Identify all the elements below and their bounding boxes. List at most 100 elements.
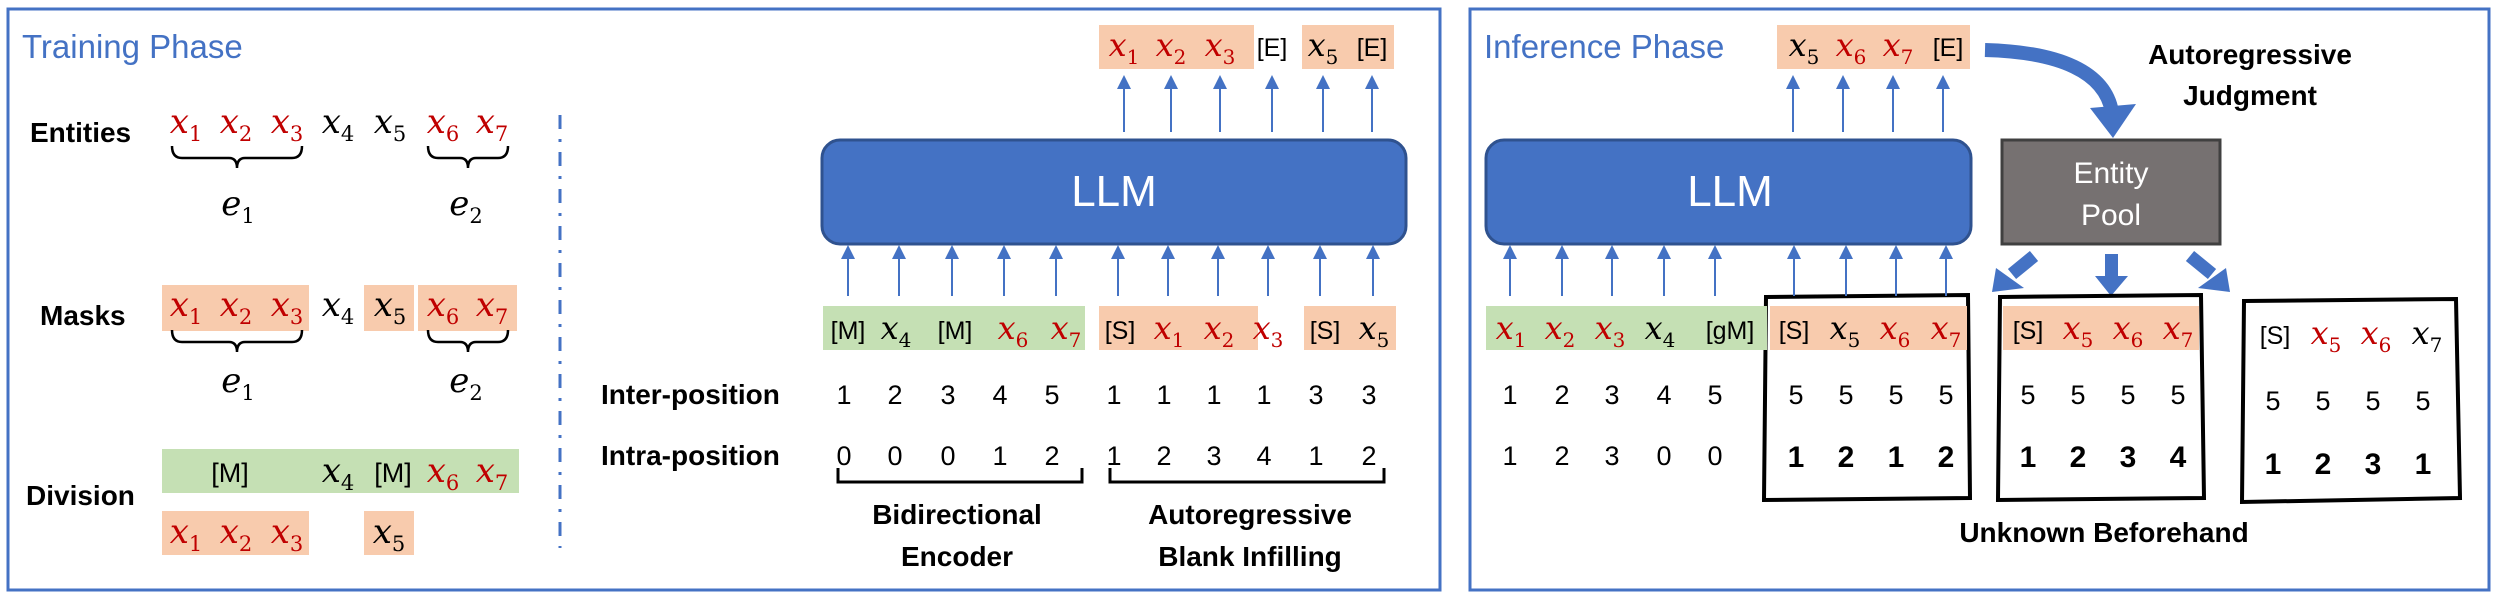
- candidate-token: x7: [2412, 314, 2443, 357]
- mask-token: x5: [374, 285, 407, 329]
- entity-braces: [170, 145, 510, 353]
- encoder-label-2: Encoder: [901, 541, 1013, 572]
- candidate-intra-value: 3: [2120, 441, 2137, 474]
- inference-intra-value: 2: [1554, 441, 1569, 471]
- intra-position-value: 0: [887, 441, 902, 471]
- training-llm-box: [820, 138, 1408, 246]
- inference-output-token: x6: [1836, 26, 1867, 69]
- mask-highlight: [418, 285, 517, 331]
- inference-input-green-band: [1486, 306, 1767, 350]
- mask-entity-label: e1: [221, 361, 255, 405]
- candidate-inter-value: 5: [1838, 380, 1853, 410]
- input-token: x1: [1154, 309, 1185, 352]
- candidate-intra-value: 4: [2170, 441, 2187, 474]
- entity-pool-label-2: Pool: [2081, 199, 2141, 232]
- inference-frame: [1468, 7, 2491, 592]
- division-token: [M]: [374, 458, 412, 488]
- token-backgrounds: [162, 25, 2199, 555]
- inference-title: Inference Phase: [1484, 28, 1724, 65]
- candidate-intra-value: 2: [2315, 448, 2332, 481]
- inter-position-value: 1: [1106, 380, 1121, 410]
- entity-token: x1: [170, 102, 203, 146]
- token-arrows: [841, 75, 1953, 296]
- candidate-inter-value: 5: [2415, 386, 2430, 416]
- candidate-intra-value: 2: [1938, 441, 1955, 474]
- infilling-label-1: Autoregressive: [1148, 499, 1352, 530]
- inter-position-value: 1: [1256, 380, 1271, 410]
- judgment-label-1: Autoregressive: [2148, 39, 2352, 70]
- entity-label: e1: [221, 184, 255, 228]
- unknown-beforehand-label: Unknown Beforehand: [1959, 517, 2248, 548]
- candidate-frame-3: [2239, 296, 2463, 505]
- candidate-intra-value: 3: [2365, 448, 2382, 481]
- division-pink-band: [364, 511, 414, 555]
- inference-intra-value: 0: [1656, 441, 1671, 471]
- inter-position-value: 4: [992, 380, 1007, 410]
- mask-brace: [426, 329, 510, 353]
- entity-token: x3: [271, 102, 304, 146]
- candidate-inter-value: 5: [2020, 380, 2035, 410]
- candidate-inter-value: 5: [1888, 380, 1903, 410]
- division-token: x1: [170, 512, 203, 556]
- inter-position-value: 2: [887, 380, 902, 410]
- inter-position-value: 3: [1361, 380, 1376, 410]
- inference-llm-box-shape: [1484, 138, 1973, 246]
- inference-intra-value: 3: [1604, 441, 1619, 471]
- intra-position-value: 2: [1361, 441, 1376, 471]
- division-token: x2: [220, 512, 253, 556]
- mask-token: x6: [427, 285, 460, 329]
- output-token: x5: [1308, 26, 1339, 69]
- candidate-token: x6: [2113, 309, 2144, 352]
- candidate-frame-2: [1995, 292, 2207, 503]
- mask-token: x1: [170, 285, 203, 329]
- intra-position-value: 3: [1206, 441, 1221, 471]
- entity-pool-label-1: Entity: [2073, 157, 2148, 190]
- candidate-intra-value: 1: [1888, 441, 1905, 474]
- candidate-inter-value: 5: [2070, 380, 2085, 410]
- intra-position-value: 4: [1256, 441, 1271, 471]
- inter-position-value: 1: [1156, 380, 1171, 410]
- input-token: [M]: [831, 317, 866, 345]
- inference-output-token: [E]: [1933, 34, 1964, 62]
- division-pink-band: [162, 511, 309, 555]
- candidate-token: [S]: [2013, 317, 2044, 345]
- candidate-inter-value: 5: [2265, 386, 2280, 416]
- inference-input-token: x1: [1496, 309, 1527, 352]
- division-green-band: [162, 449, 519, 493]
- inference-inter-value: 5: [1707, 380, 1722, 410]
- training-frame: [6, 7, 1442, 592]
- inference-output-band: [1777, 25, 1970, 69]
- judgment-arrow-head: [2090, 104, 2136, 138]
- inference-input-token: x2: [1545, 309, 1576, 352]
- candidate-token: x6: [1880, 309, 1911, 352]
- encoder-label-1: Bidirectional: [872, 499, 1042, 530]
- mask-token: x3: [271, 285, 304, 329]
- candidate-inter-value: 5: [2315, 386, 2330, 416]
- inter-position-value: 3: [940, 380, 955, 410]
- candidate-intra-value: 1: [2020, 441, 2037, 474]
- division-token: x5: [373, 512, 406, 556]
- mask-brace: [170, 329, 304, 353]
- intra-position-value: 1: [992, 441, 1007, 471]
- inter-position-value: 1: [1206, 380, 1221, 410]
- entity-label: e2: [449, 184, 483, 228]
- candidate-inter-value: 5: [1938, 380, 1953, 410]
- output-token: [E]: [1257, 34, 1288, 62]
- division-token: x4: [322, 451, 355, 495]
- input-pink-band: [1304, 306, 1396, 350]
- division-token: [M]: [211, 458, 249, 488]
- input-token: x6: [998, 309, 1029, 352]
- intra-position-value: 2: [1044, 441, 1059, 471]
- division-token: x7: [476, 451, 509, 495]
- input-token: x7: [1051, 309, 1082, 352]
- entity-brace: [426, 145, 510, 169]
- inter-position-value: 1: [836, 380, 851, 410]
- candidate-token: x5: [2063, 309, 2094, 352]
- candidate-token: [S]: [2260, 322, 2291, 350]
- masks-row-label: Masks: [40, 300, 126, 331]
- intra-position-label: Intra-position: [601, 440, 780, 471]
- candidate-inter-value: 5: [2120, 380, 2135, 410]
- inference-input-token: [gM]: [1706, 317, 1755, 345]
- candidate-token: [S]: [1779, 317, 1810, 345]
